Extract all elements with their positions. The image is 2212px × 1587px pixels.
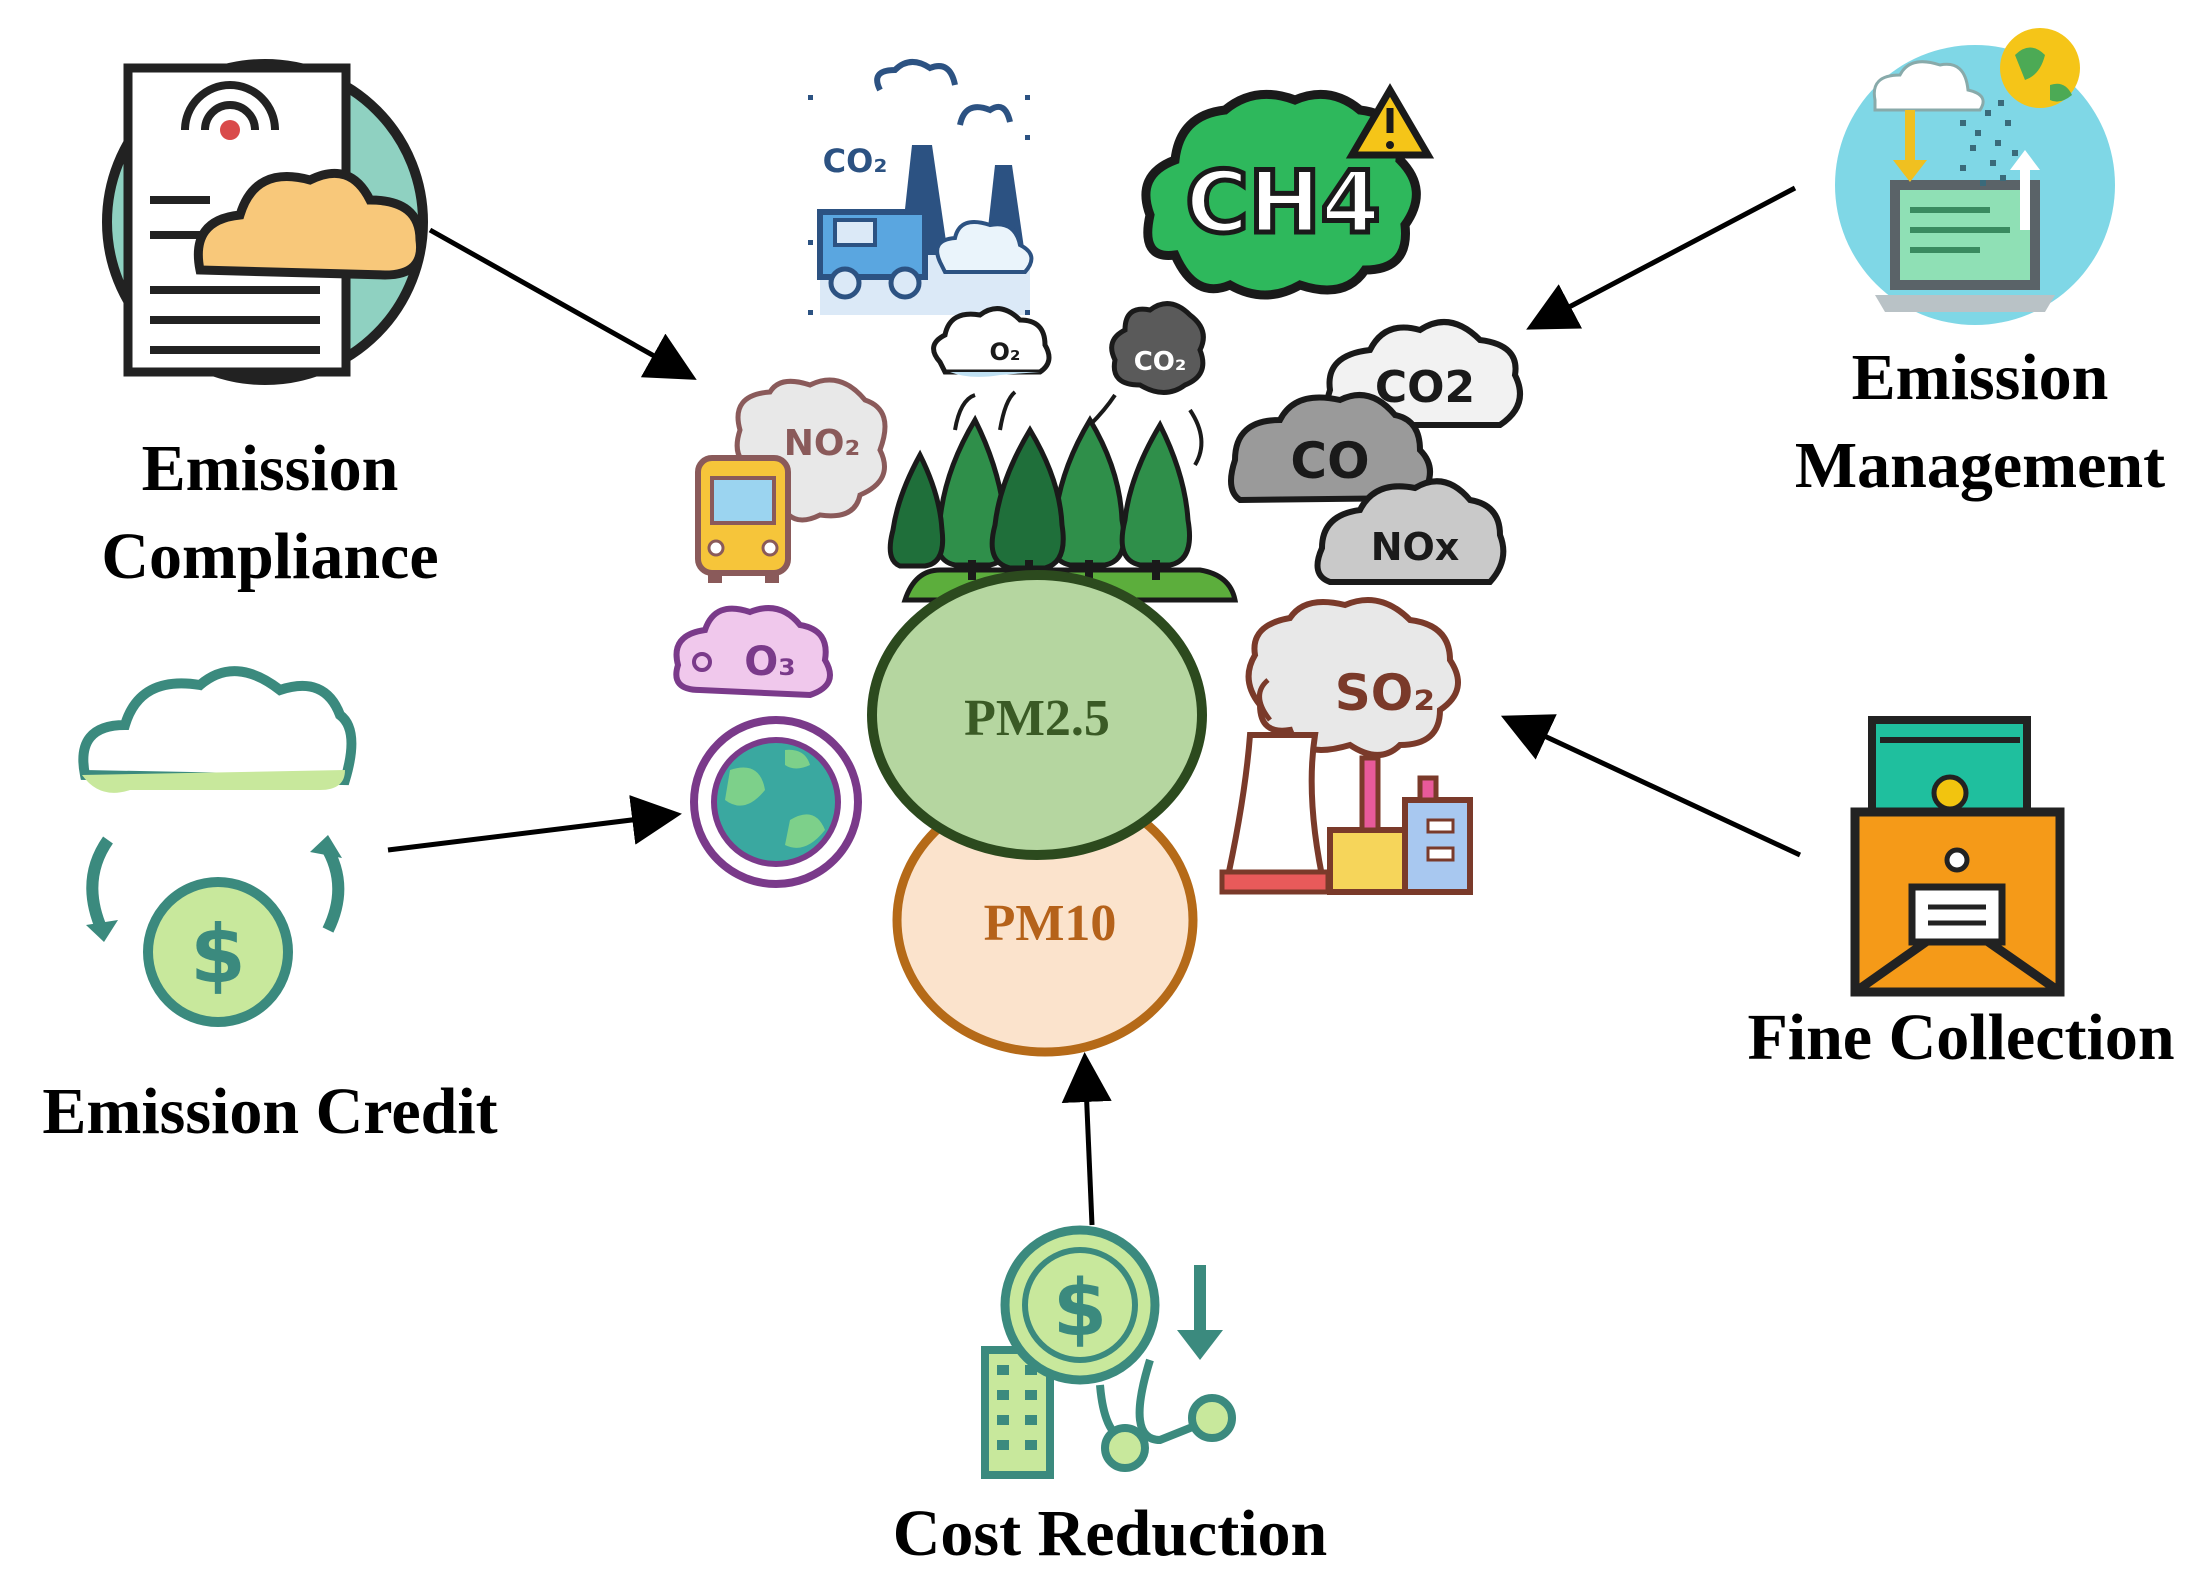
emission-credit-label: Emission Credit: [42, 1075, 498, 1148]
arrow-compliance: [428, 227, 697, 380]
o2-small-label: O₂: [990, 338, 1021, 366]
emission-compliance-label: Emission Compliance: [101, 432, 439, 593]
cloud-dollar-cycle-icon: $: [78, 666, 357, 1027]
co2-small-label: CO₂: [1134, 347, 1187, 377]
svg-text:$: $: [190, 908, 246, 1001]
methane-cloud-warning-icon: CH4: [1141, 83, 1435, 300]
forest-o2-co2-icon: O₂ CO₂: [887, 301, 1239, 603]
so2-label: SO₂: [1335, 664, 1435, 722]
o3-label: O₃: [744, 639, 796, 685]
ch4-label: CH4: [1186, 153, 1381, 253]
fine-collection-label: Fine Collection: [1747, 1001, 2175, 1074]
laptop-cloud-globe-icon: [1835, 28, 2115, 325]
envelope-money-icon: [1850, 716, 2065, 997]
co-label: CO: [1290, 432, 1369, 490]
co2-cloud-label: CO2: [1375, 362, 1475, 413]
bus-no2-icon: NO₂: [695, 377, 888, 583]
emission-management-label: Emission Management: [1794, 341, 2166, 502]
no2-label: NO₂: [784, 423, 861, 464]
arrow-credit: [387, 795, 682, 853]
svg-text:$: $: [1053, 1264, 1107, 1354]
gas-clouds-icon: CO2 CO NOx: [1228, 319, 1523, 585]
power-plant-so2-icon: SO₂: [1219, 597, 1473, 895]
arrow-management: [1526, 185, 1797, 330]
cost-reduction-label: Cost Reduction: [892, 1497, 1328, 1570]
pm25-label: PM2.5: [964, 690, 1110, 747]
arrow-cost: [1061, 1052, 1112, 1226]
co2-factory-label: CO₂: [823, 142, 888, 180]
nox-label: NOx: [1371, 525, 1460, 569]
factory-truck-co2-icon: CO₂: [808, 59, 1034, 315]
document-cloud-icon: [102, 59, 428, 385]
earth-o3-icon: O₃: [673, 605, 862, 888]
pm10-label: PM10: [984, 895, 1117, 952]
arrow-fine: [1500, 714, 1802, 858]
pm25-circle: PM2.5: [867, 570, 1207, 860]
dollar-down-arrow-icon: $: [981, 1225, 1236, 1479]
